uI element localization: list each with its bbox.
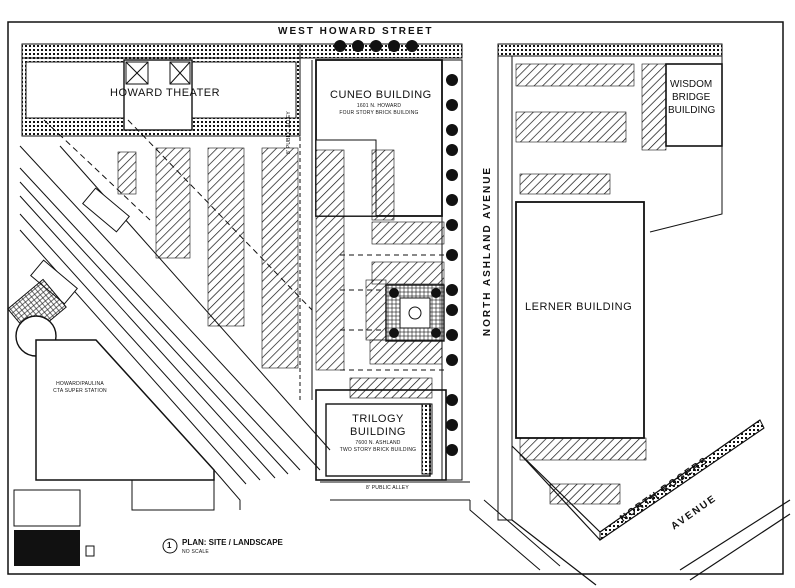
title-block-black-panel [14,530,80,566]
cta-station-label-line2: CTA SUPER STATION [53,388,107,394]
howard-theater-block [21,43,301,137]
drawing-number: 1 [167,541,172,550]
wisdom-bridge-building [665,63,723,147]
ashland-street-trees [446,74,458,456]
public-alley-horizontal-label: 8' PUBLIC ALLEY [366,485,409,491]
east-parking-rows [515,63,667,505]
west-parking-rows [117,147,445,399]
wisdom-bridge-label-line3: BUILDING [668,105,716,116]
trilogy-building [315,389,447,481]
trilogy-building-address: 7600 N. ASHLAND [355,440,401,446]
cuneo-building-label: CUNEO BUILDING [330,89,432,101]
drawing-border [7,21,784,575]
wisdom-bridge-label-line1: WISDOM [670,79,713,90]
cuneo-building-address: 1601 N. HOWARD [356,103,402,109]
trilogy-building-description: TWO STORY BRICK BUILDING [339,447,417,453]
drawing-number-circle [162,538,178,554]
trilogy-building-label-line1: TRILOGY [352,413,404,425]
howard-street-sidewalk [21,43,463,59]
ashland-east-sidewalk [497,43,723,57]
central-courtyard [385,284,445,342]
north-ashland-avenue-label: NORTH ASHLAND AVENUE [482,165,493,337]
trilogy-building-label-line2: BUILDING [350,426,406,438]
lerner-building-label: LERNER BUILDING [525,301,633,313]
rail-platform-canopy [82,187,130,233]
west-howard-street-label: WEST HOWARD STREET [278,26,434,37]
cta-station-label-line1: HOWARD/PAULINA [56,381,104,387]
howard-street-trees [334,40,418,52]
drawing-scale: NO SCALE [182,549,209,555]
wisdom-bridge-label-line2: BRIDGE [672,92,711,103]
drawing-title: PLAN: SITE / LANDSCAPE [182,538,283,547]
north-rogers-sidewalk [599,419,765,541]
title-block-logo [13,489,81,527]
east-block-outline [497,44,513,521]
lerner-building [515,201,645,439]
cta-station-building [35,339,215,481]
cuneo-building-description: FOUR STORY BRICK BUILDING [339,110,419,116]
howard-theater-label: HOWARD THEATER [110,87,221,99]
public-alley-vertical-label: 8' PUBLIC ALLEY [285,111,292,154]
